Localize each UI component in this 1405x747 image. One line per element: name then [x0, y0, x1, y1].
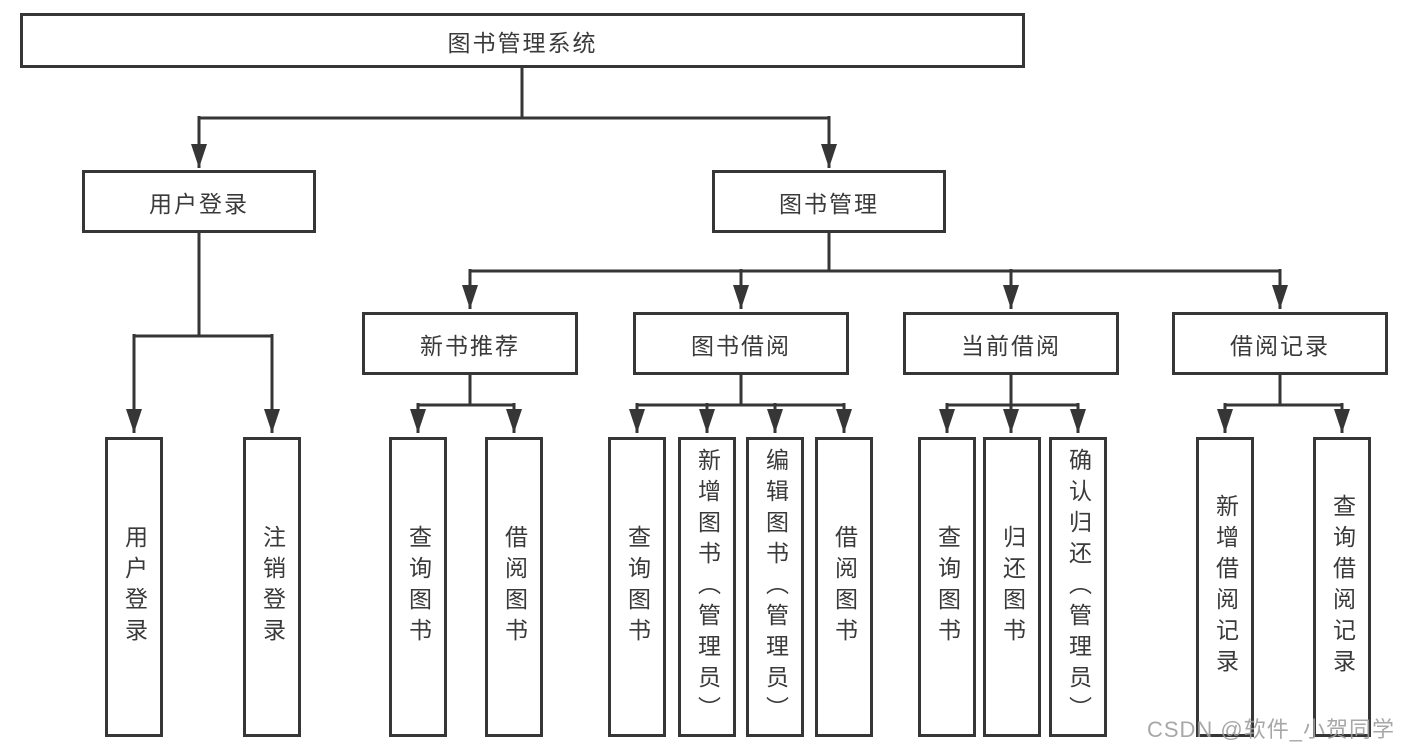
leaf-recommend-query-books: 查询图书: [389, 437, 447, 737]
node-current-borrowing: 当前借阅: [903, 312, 1119, 375]
leaf-current-query-books: 查询图书: [918, 437, 976, 737]
leaf-query-borrow-record: 查询借阅记录: [1313, 437, 1371, 737]
leaf-borrowing-query-books: 查询图书: [608, 437, 666, 737]
node-new-book-recommendation: 新书推荐: [362, 312, 578, 375]
leaf-recommend-borrow-books: 借阅图书: [485, 437, 543, 737]
leaf-borrowing-borrow-books: 借阅图书: [815, 437, 873, 737]
leaf-edit-book-admin: 编辑图书（管理员）: [746, 437, 804, 737]
node-book-management: 图书管理: [712, 170, 946, 233]
leaf-return-books: 归还图书: [983, 437, 1041, 737]
leaf-add-book-admin: 新增图书（管理员）: [678, 437, 736, 737]
leaf-logout: 注销登录: [243, 437, 301, 737]
node-library-system: 图书管理系统: [20, 13, 1025, 68]
node-user-login: 用户登录: [82, 170, 316, 233]
leaf-user-login: 用户登录: [105, 437, 163, 737]
leaf-add-borrow-record: 新增借阅记录: [1196, 437, 1254, 737]
leaf-confirm-return-admin: 确认归还（管理员）: [1049, 437, 1107, 737]
csdn-watermark: CSDN @软件_小贺同学: [1146, 717, 1395, 742]
node-borrowing-records: 借阅记录: [1172, 312, 1388, 375]
node-book-borrowing: 图书借阅: [633, 312, 849, 375]
